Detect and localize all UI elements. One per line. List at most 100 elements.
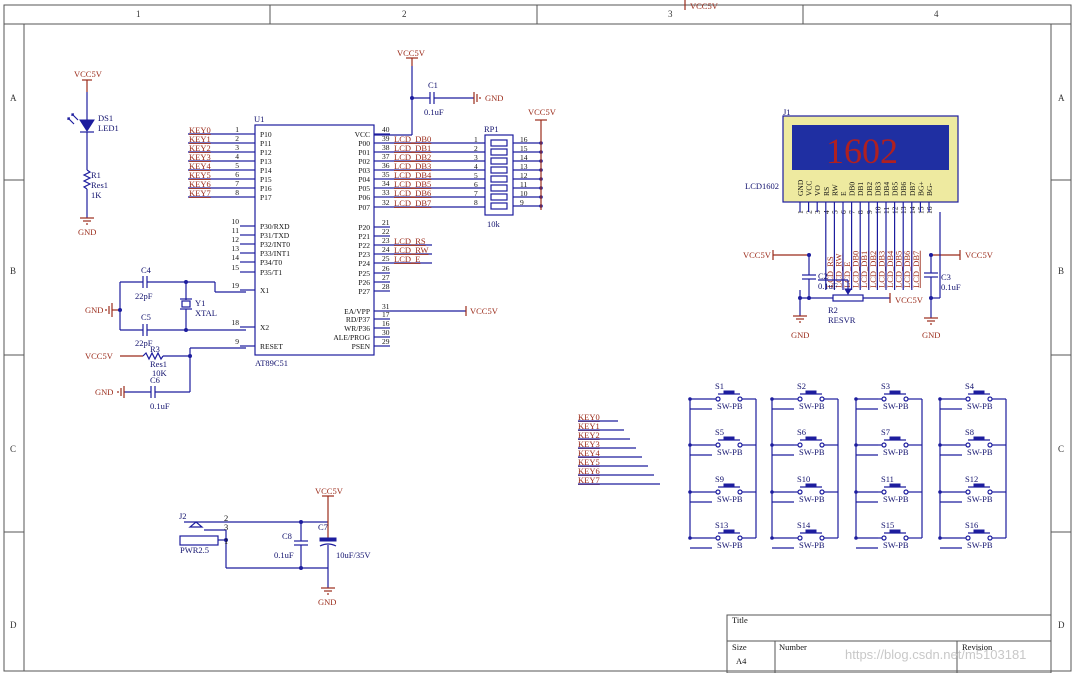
col-label-4: 4 — [934, 9, 939, 19]
c2-value: 0.1uF — [818, 281, 838, 291]
keypad-net-key1: KEY1 — [578, 421, 624, 431]
svg-text:3: 3 — [474, 153, 478, 162]
svg-text:P24: P24 — [358, 259, 370, 268]
svg-text:SW-PB: SW-PB — [883, 401, 909, 411]
net-key1: KEY1 — [189, 134, 211, 144]
svg-text:SW-PB: SW-PB — [799, 494, 825, 504]
svg-text:3: 3 — [224, 522, 228, 532]
svg-text:S9: S9 — [715, 474, 724, 484]
keypad-net-key5: KEY5 — [578, 457, 648, 467]
svg-text:4: 4 — [474, 162, 478, 171]
svg-text:BG-: BG- — [925, 183, 934, 196]
mcu-left-pins: 1P10KEY02P11KEY13P12KEY24P13KEY35P14KEY4… — [188, 125, 290, 351]
c1-circuit: VCC5V GND C1 0.1uF — [397, 48, 503, 135]
svg-text:KEY4: KEY4 — [578, 448, 600, 458]
net-key7: KEY7 — [189, 188, 211, 198]
svg-text:P20: P20 — [358, 223, 370, 232]
keypad-column-wire — [855, 399, 923, 538]
row-label-c-right: C — [1058, 444, 1064, 454]
svg-text:KEY7: KEY7 — [578, 475, 600, 485]
svg-text:S10: S10 — [797, 474, 810, 484]
keypad-net-key7: KEY7 — [578, 475, 660, 485]
svg-text:P34/T0: P34/T0 — [260, 258, 282, 267]
lcd-net-lcd-db3: LCD_DB3 — [876, 251, 886, 288]
power-input-circuit: VCC5V GND J2 PWR2.5 2 3 1 C8 0.1uF C7 10… — [179, 486, 371, 607]
lcd-pin-bgn: BG-16 — [925, 183, 934, 214]
lcd-ref: J1 — [783, 107, 791, 117]
svg-text:7: 7 — [235, 179, 239, 188]
c5-ref: C5 — [141, 312, 151, 322]
svg-text:1: 1 — [235, 125, 239, 134]
svg-text:SW-PB: SW-PB — [717, 401, 743, 411]
keypad-net-key4: KEY4 — [578, 448, 642, 458]
row-label-c-left: C — [10, 444, 16, 454]
svg-text:16: 16 — [520, 135, 528, 144]
svg-text:ALE/PROG: ALE/PROG — [333, 333, 370, 342]
title-label: Title — [732, 615, 748, 625]
svg-text:P23: P23 — [358, 250, 370, 259]
svg-text:KEY5: KEY5 — [578, 457, 600, 467]
svg-text:DB0: DB0 — [848, 182, 857, 196]
svg-text:P32/INT0: P32/INT0 — [260, 240, 290, 249]
svg-text:29: 29 — [382, 337, 390, 346]
gnd-symbol — [80, 217, 94, 225]
svg-text:PSEN: PSEN — [352, 342, 371, 351]
svg-text:EA/VPP: EA/VPP — [344, 307, 370, 316]
svg-text:24: 24 — [382, 245, 390, 254]
r3-value: Res1 — [150, 359, 167, 369]
svg-text:37: 37 — [382, 152, 390, 161]
col-label-1: 1 — [136, 9, 141, 19]
svg-text:X2: X2 — [260, 323, 269, 332]
net-lcd-db3: LCD_DB3 — [394, 161, 431, 171]
keypad-net-key3: KEY3 — [578, 439, 636, 449]
svg-text:VCC: VCC — [805, 181, 814, 196]
svg-text:22: 22 — [382, 227, 390, 236]
vcc-top-edge: VCC5V — [684, 0, 719, 11]
svg-text:6: 6 — [474, 180, 478, 189]
svg-text:DB2: DB2 — [865, 182, 874, 196]
lcd-pin-bgp: BG+15 — [916, 181, 925, 214]
svg-text:VCC5V: VCC5V — [470, 306, 499, 316]
svg-text:P16: P16 — [260, 184, 272, 193]
svg-text:10: 10 — [520, 189, 528, 198]
svg-text:1: 1 — [224, 536, 228, 546]
svg-text:S13: S13 — [715, 520, 728, 530]
svg-text:36: 36 — [382, 161, 390, 170]
svg-text:SW-PB: SW-PB — [967, 540, 993, 550]
svg-text:S4: S4 — [965, 381, 975, 391]
c7-ref: C7 — [318, 522, 328, 532]
svg-text:40: 40 — [382, 125, 390, 134]
svg-text:DB5: DB5 — [891, 182, 900, 196]
svg-text:RD/P37: RD/P37 — [346, 315, 370, 324]
svg-text:8: 8 — [235, 188, 239, 197]
svg-text:KEY2: KEY2 — [578, 430, 600, 440]
svg-text:VCC: VCC — [355, 130, 370, 139]
svg-text:SW-PB: SW-PB — [883, 494, 909, 504]
c8-ref: C8 — [282, 531, 292, 541]
r2-value: RESVR — [828, 315, 856, 325]
